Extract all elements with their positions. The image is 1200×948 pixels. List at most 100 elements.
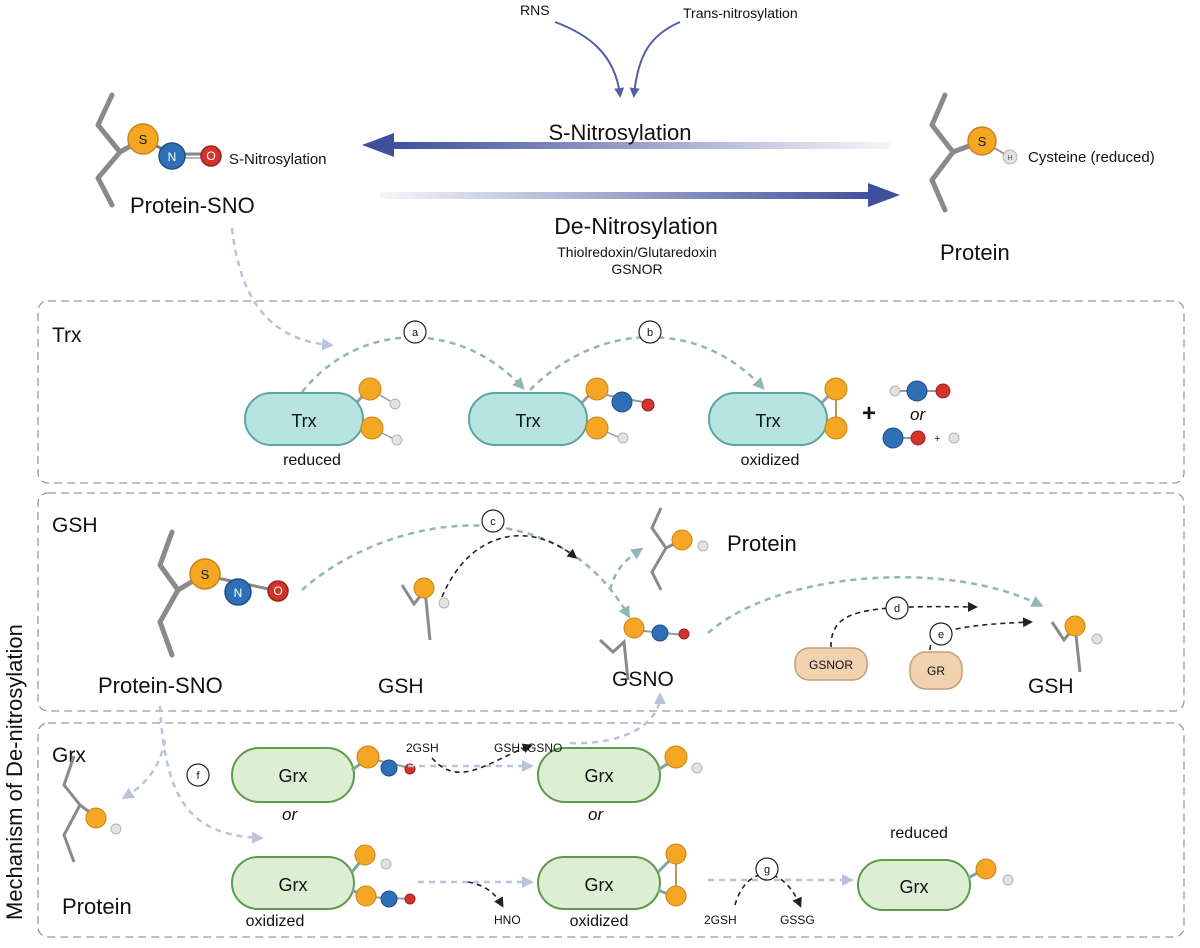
step-g-marker: [755, 857, 779, 881]
twogsh-bottom-label: 2GSH: [704, 913, 737, 927]
svg-text:GSNOR: GSNOR: [809, 658, 853, 672]
step-a-marker: [403, 320, 427, 344]
svg-text:O: O: [273, 584, 282, 598]
grx-oxidized-sno: Grx: [231, 844, 416, 910]
gsh-left-molecule: [400, 577, 450, 641]
grx-protein-molecule: [62, 755, 122, 863]
grx-sno: Grx: [231, 745, 416, 803]
trans-nitrosylation-label: Trans-nitrosylation: [683, 5, 798, 21]
grx-or-middle: or: [588, 805, 604, 824]
de-nitrosylation-arrow-shaft: [380, 192, 874, 199]
trans-nitrosylation-arrow: [629, 21, 681, 98]
svg-text:O: O: [206, 149, 215, 163]
svg-text:f: f: [196, 770, 200, 782]
grx-reduced-right-label: reduced: [890, 825, 948, 842]
protein-sno-to-trx-arrow: [230, 227, 334, 351]
mechanism-side-title: Mechanism of De-nitrosylation: [2, 624, 27, 920]
hydrogen-atom: [1002, 149, 1018, 165]
step-f-marker: [186, 763, 210, 787]
gsh-protein-sno-label: Protein-SNO: [98, 673, 223, 698]
oxygen-atom: [200, 145, 222, 167]
nitrogen-atom: [158, 142, 186, 170]
grx-reduced-middle: Grx: [537, 745, 703, 803]
svg-text:Grx: Grx: [585, 766, 614, 786]
reverse-enzymes-label: Thiolredoxin/Glutaredoxin: [557, 244, 717, 260]
sulfur-atom: [967, 126, 997, 156]
protein-sno-name: Protein-SNO: [130, 193, 255, 218]
protein-name: Protein: [940, 240, 1010, 265]
s-nitrosylation-arrow-shaft: [390, 142, 890, 149]
svg-text:S: S: [139, 132, 148, 147]
svg-text:N: N: [234, 586, 243, 600]
svg-text:g: g: [764, 864, 770, 876]
hno-label: HNO: [494, 913, 521, 927]
trx-plus-sign: +: [862, 400, 876, 427]
svg-text:Trx: Trx: [755, 411, 780, 431]
svg-text:b: b: [647, 327, 653, 339]
protein-backbone: [929, 92, 956, 213]
trx-sno: Trx: [468, 377, 655, 446]
step-e-marker: [929, 622, 953, 646]
svg-text:Grx: Grx: [279, 766, 308, 786]
rns-arrow: [554, 21, 625, 98]
step-d-marker: [885, 596, 909, 620]
trx-panel-title: Trx: [52, 324, 82, 347]
gsh-protein-sno: S N O: [157, 529, 289, 658]
de-nitrosylation-arrow-head: [868, 183, 900, 207]
gr-enzyme: [909, 651, 963, 690]
svg-text:N: N: [168, 150, 177, 164]
svg-text:Grx: Grx: [900, 877, 929, 897]
gsh-protein-molecule: [650, 507, 709, 591]
protein-sno-backbone: [95, 92, 123, 208]
svg-text:d: d: [894, 603, 900, 615]
gsh-right-label: GSH: [1028, 675, 1074, 698]
svg-text:Grx: Grx: [585, 875, 614, 895]
svg-text:a: a: [412, 327, 419, 339]
right-group-label: Cysteine (reduced): [1028, 149, 1155, 166]
left-group-label: S-Nitrosylation: [229, 151, 327, 168]
grx-to-protein-arrow: [121, 739, 167, 800]
gsno-molecule: [598, 617, 690, 681]
protein-sno-to-grx-arrow: [158, 705, 264, 844]
twogsh-top-arrow: [431, 743, 533, 774]
gsh-gsno-return-arrow: [569, 692, 666, 745]
svg-text:Trx: Trx: [515, 411, 540, 431]
hno-release-arrow: [467, 881, 504, 908]
grx-oxidized-middle: Grx: [537, 843, 687, 910]
trx-reduced: Trx: [244, 377, 403, 446]
gsh-to-gsno-arrow: [441, 534, 578, 598]
trx-reduced-label: reduced: [283, 452, 341, 469]
protein-release-arrow: [608, 547, 644, 591]
no-plus-h: [882, 427, 960, 449]
grx-reduced-right: Grx: [857, 858, 1014, 911]
gsno-label: GSNO: [612, 668, 674, 691]
trx-step-a-arrow: [301, 336, 525, 393]
svg-text:e: e: [938, 629, 944, 641]
grx-or-left: or: [282, 805, 298, 824]
gsh-panel: [37, 492, 1185, 712]
grx-panel: [37, 722, 1185, 938]
gsh-step-c-arrow: [301, 524, 631, 619]
trx-oxidized-label: oxidized: [741, 452, 800, 469]
rns-label: RNS: [520, 2, 550, 18]
hno-molecule: [889, 380, 951, 402]
svg-text:Trx: Trx: [291, 411, 316, 431]
gsnor-arrow: [830, 601, 978, 648]
svg-text:S: S: [978, 134, 987, 149]
gsh-left-label: GSH: [378, 675, 424, 698]
gsh-right-molecule: [1050, 615, 1103, 673]
grx-panel-title: Grx: [52, 744, 86, 767]
trx-or-label: or: [910, 405, 926, 424]
svg-text:c: c: [490, 516, 496, 528]
svg-text:GR: GR: [927, 664, 945, 678]
sulfur-atom: [127, 123, 159, 155]
gsh-protein-label: Protein: [727, 531, 797, 556]
gsh-panel-title: GSH: [52, 514, 98, 537]
grx-oxidized-middle-label: oxidized: [570, 913, 629, 930]
step-c-marker: [481, 509, 505, 533]
trx-step-b-arrow: [529, 335, 765, 391]
grx-oxidized-left-label: oxidized: [246, 913, 305, 930]
gsh-gsno-label: GSH+GSNO: [494, 741, 562, 755]
